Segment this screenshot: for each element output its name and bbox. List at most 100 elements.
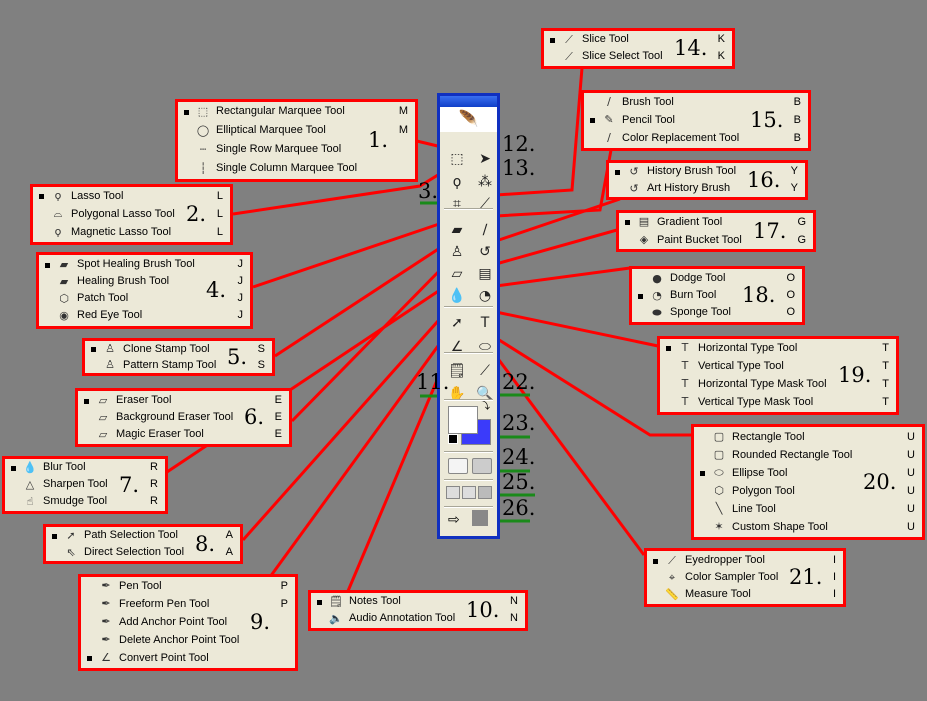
hand-tool-icon[interactable]: ✋: [448, 386, 466, 402]
flyout-menu-item[interactable]: ✒Delete Anchor Point Tool: [81, 631, 295, 649]
notes-tool-icon[interactable]: 🗒: [448, 363, 466, 379]
jump-to-imageready-icon[interactable]: ⇨: [448, 511, 460, 527]
standard-mode-button[interactable]: [448, 458, 468, 474]
horizontal-type-tool-icon[interactable]: T: [480, 315, 490, 331]
gradient-tool-icon[interactable]: ▤: [478, 266, 492, 282]
quick-mask-mode-button[interactable]: [472, 458, 492, 474]
path-selection-tool-icon[interactable]: ➚: [451, 315, 463, 331]
menu-item-label: Spot Healing Brush Tool: [77, 258, 195, 270]
menu-item-label: Measure Tool: [685, 588, 751, 600]
flyout-menu-item[interactable]: ┄Single Row Marquee Tool: [178, 140, 415, 159]
foreground-color-swatch[interactable]: [448, 406, 478, 434]
magic-wand-tool-icon[interactable]: ⁂: [478, 174, 492, 190]
slice-tool-icon[interactable]: ⟋: [480, 196, 490, 212]
full-screen-menu-mode-button[interactable]: [462, 486, 476, 499]
crop-tool-icon[interactable]: ⌗: [453, 196, 461, 212]
callout-number: 17.: [753, 219, 787, 243]
pen-tool-icon[interactable]: ∠: [450, 339, 464, 355]
notes-icon: 🗒: [329, 595, 343, 608]
eraser-tool-icon[interactable]: ▱: [451, 266, 463, 282]
zoom-tool-icon[interactable]: 🔍: [476, 386, 494, 402]
default-colors-icon[interactable]: [448, 434, 458, 444]
callout-number: 8.: [195, 532, 216, 556]
flyout-menu-item[interactable]: ✒Add Anchor Point Tool: [81, 613, 295, 631]
shortcut-key: B: [793, 114, 801, 126]
sharpen-icon: △: [25, 478, 35, 491]
move-tool-icon[interactable]: ➤: [479, 151, 491, 167]
flyout-menu-item[interactable]: ∠Convert Point Tool: [81, 649, 295, 667]
dodge-tool-icon[interactable]: ◔: [478, 288, 492, 304]
imageready-icon[interactable]: [472, 510, 488, 526]
shortcut-key: R: [150, 478, 158, 490]
swap-colors-icon[interactable]: ⤵: [480, 401, 490, 412]
callout-number: 9.: [250, 610, 271, 634]
lasso-icon: ϙ: [54, 189, 62, 202]
brush-tool-icon[interactable]: ∕: [482, 222, 488, 238]
spot-healing-brush-tool-icon[interactable]: ▰: [451, 222, 463, 238]
full-screen-mode-button[interactable]: [478, 486, 492, 499]
history-brush-tool-icon[interactable]: ↺: [479, 244, 491, 260]
menu-item-label: Background Eraser Tool: [116, 411, 234, 423]
lasso-tool-icon[interactable]: ϙ: [452, 174, 462, 190]
toolbox-title-bar[interactable]: [440, 96, 497, 107]
ellipse-tool-icon[interactable]: ⬭: [479, 339, 491, 355]
pencil-icon: ✎: [604, 113, 614, 126]
eyedropper-tool-icon[interactable]: ⟋: [480, 363, 490, 379]
feather-icon[interactable]: 🪶: [440, 107, 497, 132]
rectangular-marquee-tool-icon[interactable]: ⬚: [450, 151, 464, 167]
standard-screen-mode-button[interactable]: [446, 486, 460, 499]
clone-stamp-tool-icon[interactable]: ♙: [450, 244, 464, 260]
flyout-menu-item[interactable]: ┆Single Column Marquee Tool: [178, 159, 415, 178]
vertical-type-icon: T: [681, 359, 689, 372]
blur-tool-icon[interactable]: 💧: [448, 288, 466, 304]
